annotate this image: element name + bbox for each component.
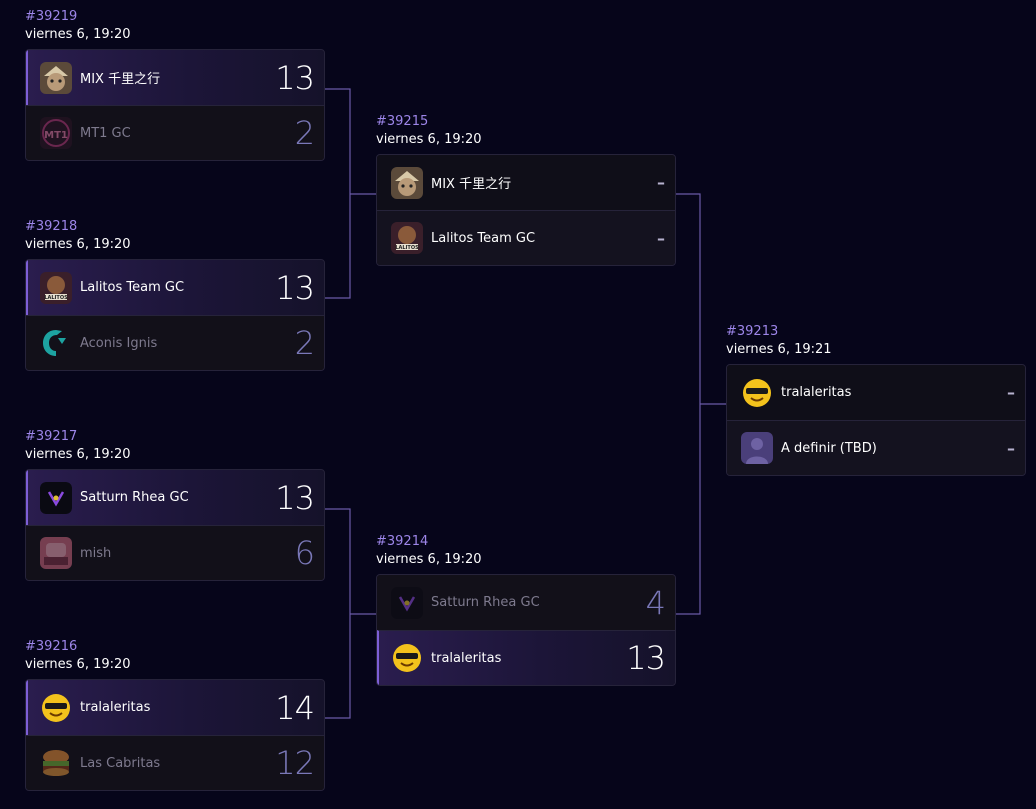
team-score: 13 xyxy=(626,639,666,677)
team-name: tralaleritas xyxy=(80,700,151,715)
team-row[interactable]: Satturn Rhea GC 4 xyxy=(377,575,675,630)
match-card[interactable]: LALITOS Lalitos Team GC 13 Aconis Ignis … xyxy=(25,259,325,371)
match-card[interactable]: tralaleritas – A definir (TBD) – xyxy=(726,364,1026,476)
team-score: – xyxy=(657,173,665,192)
satturn-logo-icon xyxy=(40,481,72,514)
team-row[interactable]: LALITOS Lalitos Team GC – xyxy=(377,210,675,265)
tbd-avatar-icon xyxy=(741,432,773,464)
team-name: Las Cabritas xyxy=(80,755,161,771)
match-card[interactable]: Satturn Rhea GC 13 mish 6 xyxy=(25,469,325,581)
team-row[interactable]: Satturn Rhea GC 13 xyxy=(26,470,324,525)
lalitos-logo-icon: LALITOS xyxy=(391,222,423,254)
svg-text:LALITOS: LALITOS xyxy=(395,245,419,251)
match-card[interactable]: tralaleritas 14 Las Cabritas 12 xyxy=(25,679,325,791)
team-row[interactable]: MIX 千里之行 – xyxy=(377,155,675,210)
satturn-logo-icon xyxy=(391,586,423,619)
team-name: mish xyxy=(80,545,112,561)
match-time: viernes 6, 19:20 xyxy=(25,447,131,462)
team-score: 6 xyxy=(294,534,315,572)
team-name: Lalitos Team GC xyxy=(80,280,185,295)
cat-avatar-icon xyxy=(391,166,423,199)
match-card[interactable]: MIX 千里之行 – LALITOS Lalitos Team GC – xyxy=(376,154,676,266)
match-time: viernes 6, 19:20 xyxy=(25,657,131,672)
match-id: #39218 xyxy=(25,219,78,234)
match-time: viernes 6, 19:20 xyxy=(25,237,131,252)
team-row[interactable]: MT1 MT1 GC 2 xyxy=(26,105,324,160)
team-score: 2 xyxy=(294,114,315,152)
team-name: MIX 千里之行 xyxy=(431,177,512,192)
mt1-logo-icon: MT1 xyxy=(40,117,72,149)
team-row[interactable]: Aconis Ignis 2 xyxy=(26,315,324,370)
team-row[interactable]: tralaleritas 13 xyxy=(377,630,675,685)
match-time: viernes 6, 19:20 xyxy=(376,552,482,567)
match-id: #39217 xyxy=(25,429,78,444)
team-score: 12 xyxy=(275,744,315,782)
team-name: MT1 GC xyxy=(80,125,131,141)
match-card[interactable]: Satturn Rhea GC 4 tralaleritas 13 xyxy=(376,574,676,686)
tralaleritas-logo-icon xyxy=(741,377,773,409)
match-39215[interactable]: #39215 viernes 6, 19:20 MIX 千里之行 – LALIT… xyxy=(376,113,676,266)
match-39219[interactable]: #39219 viernes 6, 19:20 MIX 千里之行 13 MT1 … xyxy=(25,8,325,161)
match-39217[interactable]: #39217 viernes 6, 19:20 Satturn Rhea GC … xyxy=(25,428,325,581)
team-row[interactable]: tralaleritas 14 xyxy=(26,680,324,735)
team-score: – xyxy=(657,228,665,248)
lalitos-logo-icon: LALITOS xyxy=(40,271,72,304)
svg-text:LALITOS: LALITOS xyxy=(44,295,68,301)
match-time: viernes 6, 19:20 xyxy=(376,132,482,147)
team-name: tralaleritas xyxy=(781,385,852,400)
match-39218[interactable]: #39218 viernes 6, 19:20 LALITOS Lalitos … xyxy=(25,218,325,371)
connector-39219-39218-to-39215 xyxy=(325,88,376,299)
cabritas-logo-icon xyxy=(40,747,72,779)
team-score: 13 xyxy=(275,268,315,307)
cat-avatar-icon xyxy=(40,61,72,94)
team-row[interactable]: MIX 千里之行 13 xyxy=(26,50,324,105)
tralaleritas-logo-icon xyxy=(40,692,72,724)
team-name: Satturn Rhea GC xyxy=(431,595,540,610)
match-39213[interactable]: #39213 viernes 6, 19:21 tralaleritas – A… xyxy=(726,323,1026,476)
team-score: – xyxy=(1007,383,1015,402)
team-score: 2 xyxy=(294,324,315,362)
team-score: 4 xyxy=(645,583,666,622)
team-name: A definir (TBD) xyxy=(781,440,877,456)
match-id: #39213 xyxy=(726,324,779,339)
tralaleritas-logo-icon xyxy=(391,642,423,674)
team-name: tralaleritas xyxy=(431,650,502,666)
svg-text:MT1: MT1 xyxy=(44,130,68,141)
match-id: #39214 xyxy=(376,534,429,549)
connector-39217-39216-to-39214 xyxy=(325,508,376,719)
team-row[interactable]: LALITOS Lalitos Team GC 13 xyxy=(26,260,324,315)
team-name: Aconis Ignis xyxy=(80,335,158,351)
team-score: 14 xyxy=(275,688,315,727)
team-row[interactable]: A definir (TBD) – xyxy=(727,420,1025,475)
aconis-logo-icon xyxy=(40,327,72,359)
match-card[interactable]: MIX 千里之行 13 MT1 MT1 GC 2 xyxy=(25,49,325,161)
team-row[interactable]: tralaleritas – xyxy=(727,365,1025,420)
match-time: viernes 6, 19:20 xyxy=(25,27,131,42)
match-39214[interactable]: #39214 viernes 6, 19:20 Satturn Rhea GC … xyxy=(376,533,676,686)
match-id: #39215 xyxy=(376,114,429,129)
team-row[interactable]: mish 6 xyxy=(26,525,324,580)
match-39216[interactable]: #39216 viernes 6, 19:20 tralaleritas 14 … xyxy=(25,638,325,791)
match-id: #39219 xyxy=(25,9,78,24)
team-score: 13 xyxy=(275,478,315,517)
team-row[interactable]: Las Cabritas 12 xyxy=(26,735,324,790)
team-name: Satturn Rhea GC xyxy=(80,490,189,505)
team-score: – xyxy=(1007,438,1015,458)
match-time: viernes 6, 19:21 xyxy=(726,342,832,357)
team-name: Lalitos Team GC xyxy=(431,230,536,246)
team-score: 13 xyxy=(275,58,315,97)
team-name: MIX 千里之行 xyxy=(80,72,161,87)
mish-avatar-icon xyxy=(40,537,72,569)
match-id: #39216 xyxy=(25,639,78,654)
connector-39215-39214-to-39213 xyxy=(675,193,726,615)
